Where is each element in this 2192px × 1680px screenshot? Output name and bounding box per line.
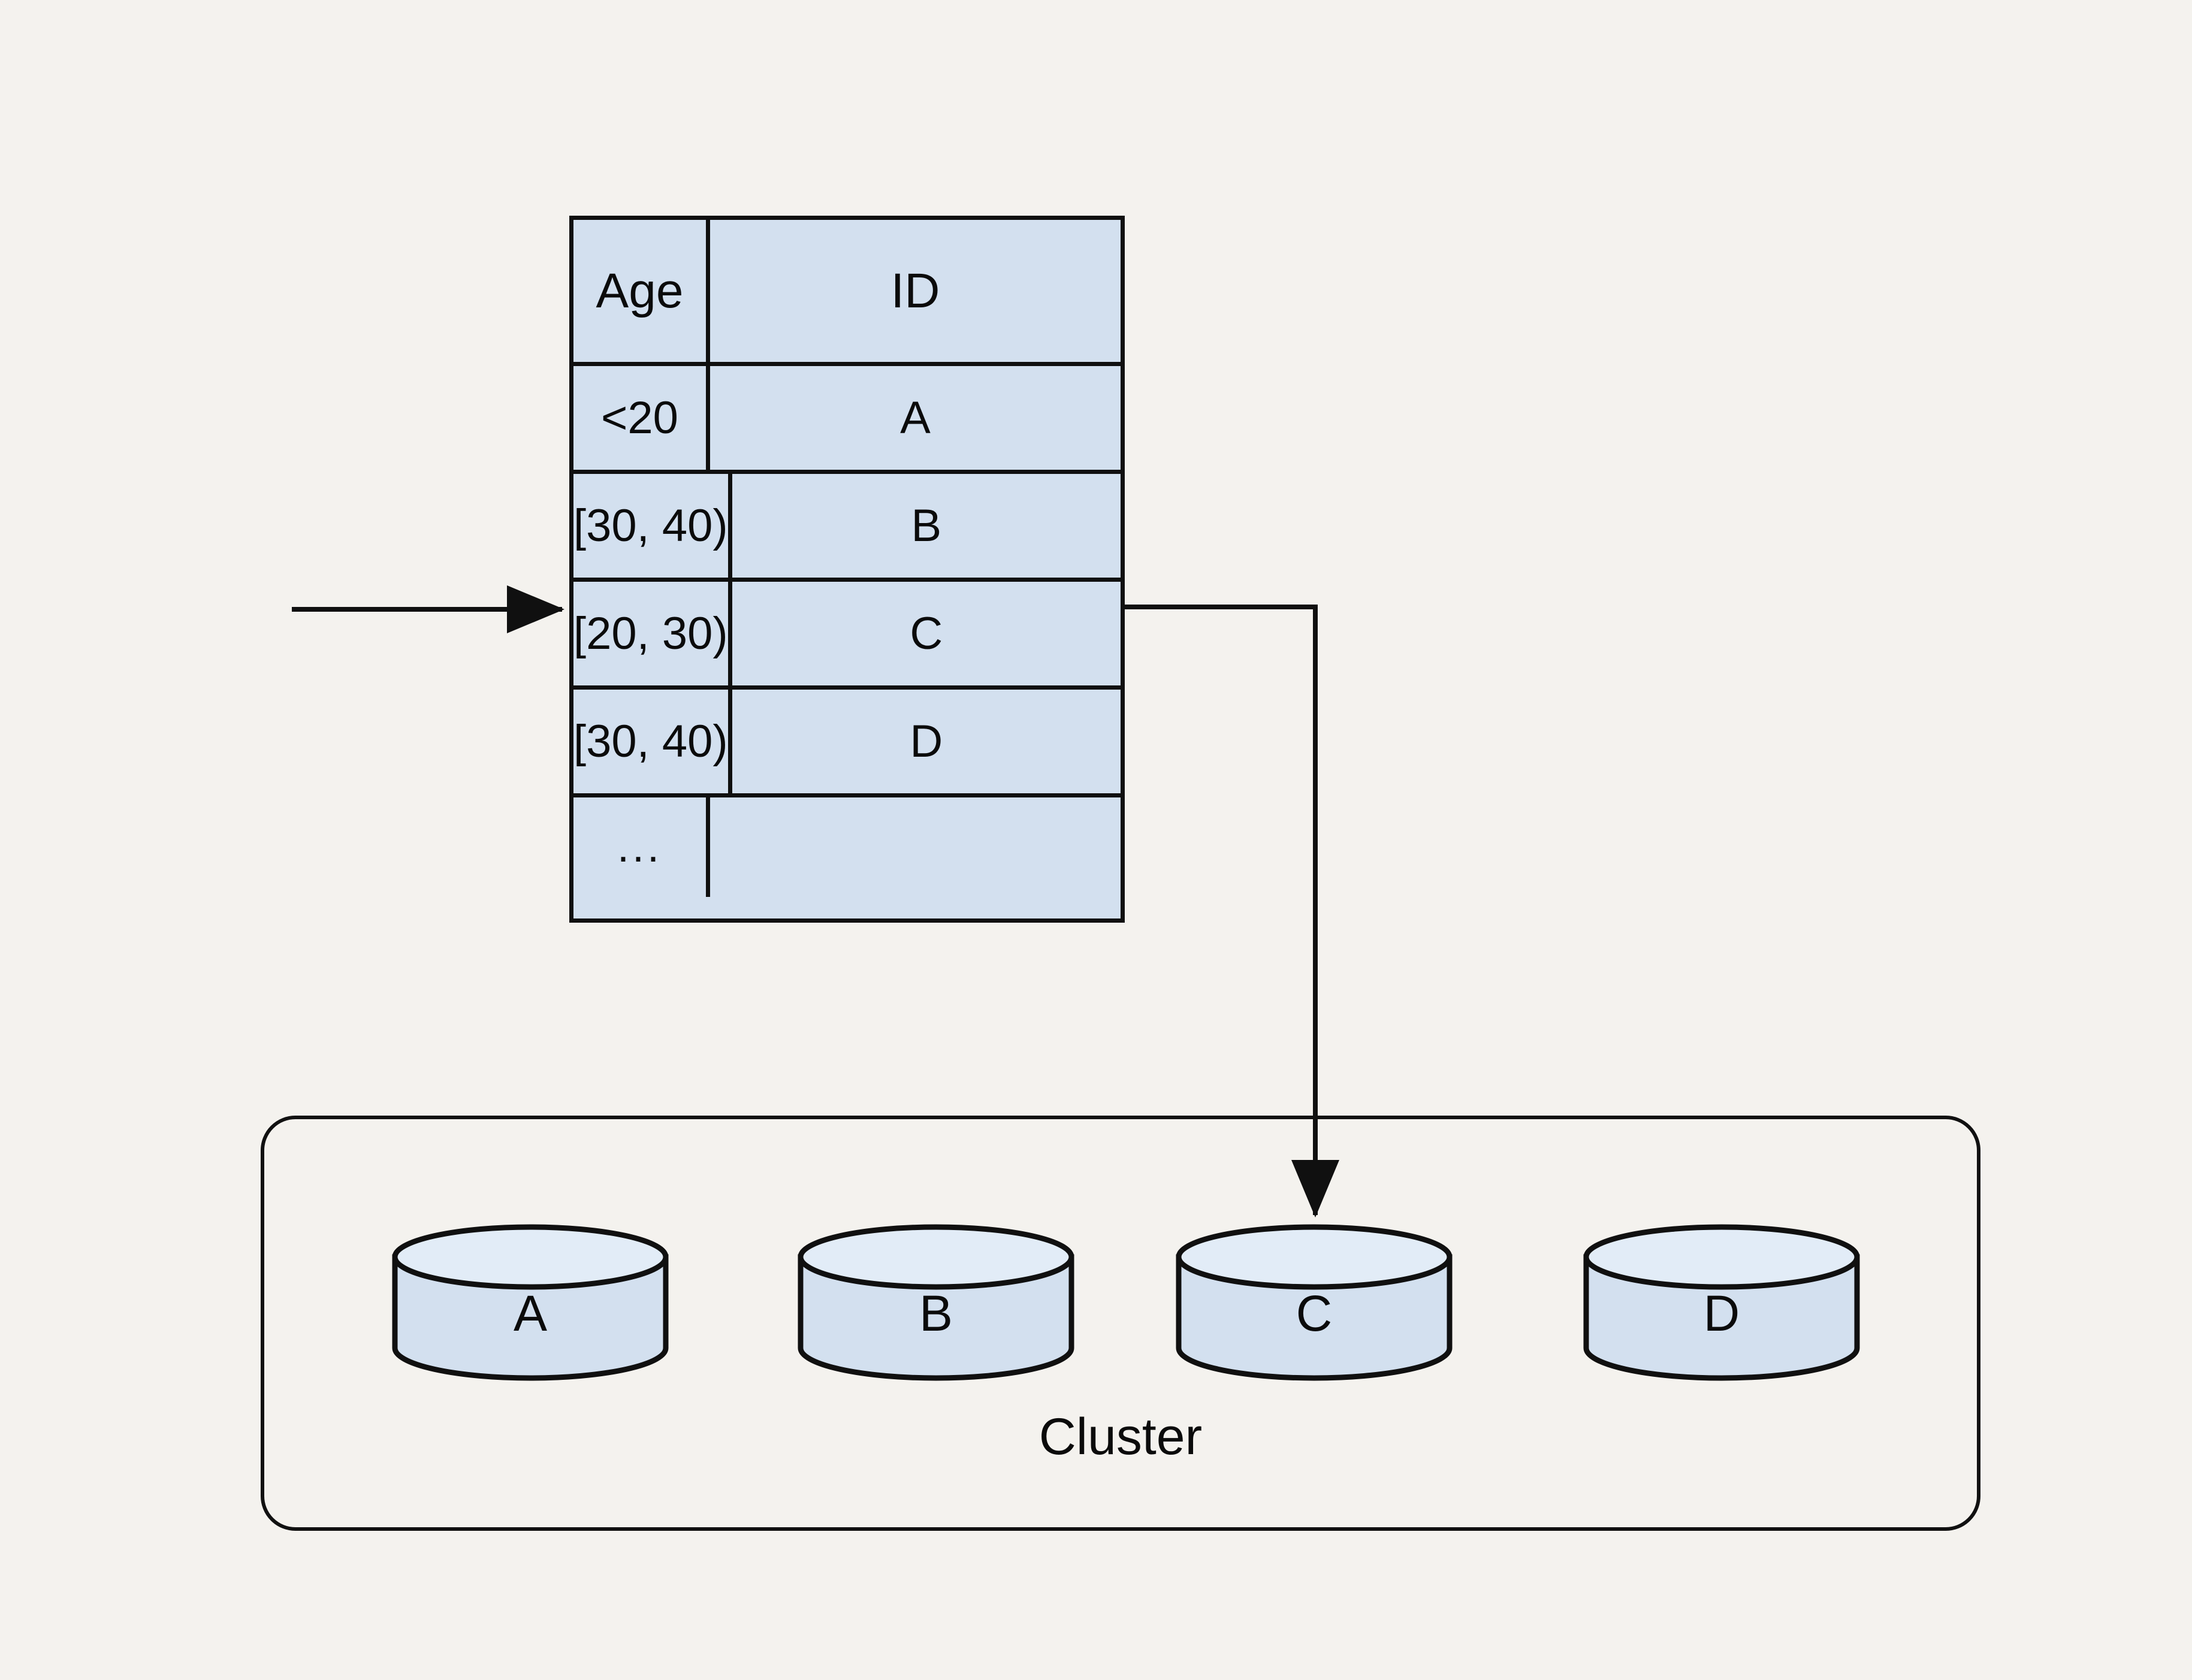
cell-age: [20, 30) (573, 582, 732, 685)
table-row[interactable]: <20 A (573, 366, 1121, 474)
database-cylinder-icon (1176, 1224, 1453, 1381)
cell-id: C (732, 582, 1121, 685)
table-row-selected[interactable]: [20, 30) C (573, 582, 1121, 690)
cluster-node-c[interactable]: C (1176, 1224, 1453, 1381)
database-cylinder-icon (1583, 1224, 1860, 1381)
cluster-node-b[interactable]: B (798, 1224, 1074, 1381)
table-header-row: Age ID (573, 220, 1121, 366)
table-row-ellipsis: ... (573, 797, 1121, 897)
column-header-age: Age (573, 220, 710, 362)
cell-id: B (732, 474, 1121, 578)
cluster-label: Cluster (1038, 1408, 1203, 1466)
database-cylinder-icon (798, 1224, 1074, 1381)
cluster-boundary (261, 1116, 1980, 1531)
column-header-id: ID (710, 220, 1121, 362)
cell-age: [30, 40) (573, 690, 732, 793)
routing-table: Age ID <20 A [30, 40) B [20, 30) C [30, … (569, 216, 1125, 923)
database-cylinder-icon (392, 1224, 669, 1381)
cell-id: D (732, 690, 1121, 793)
cluster-node-d[interactable]: D (1583, 1224, 1860, 1381)
cell-age: <20 (573, 366, 710, 470)
table-row[interactable]: [30, 40) B (573, 474, 1121, 582)
route-connector-c (1125, 605, 1339, 1217)
cell-age-ellipsis: ... (573, 797, 710, 897)
cell-age: [30, 40) (573, 474, 732, 578)
cell-id-empty (710, 797, 1121, 897)
table-row[interactable]: [30, 40) D (573, 690, 1121, 797)
cell-id: A (710, 366, 1121, 470)
cluster-node-a[interactable]: A (392, 1224, 669, 1381)
